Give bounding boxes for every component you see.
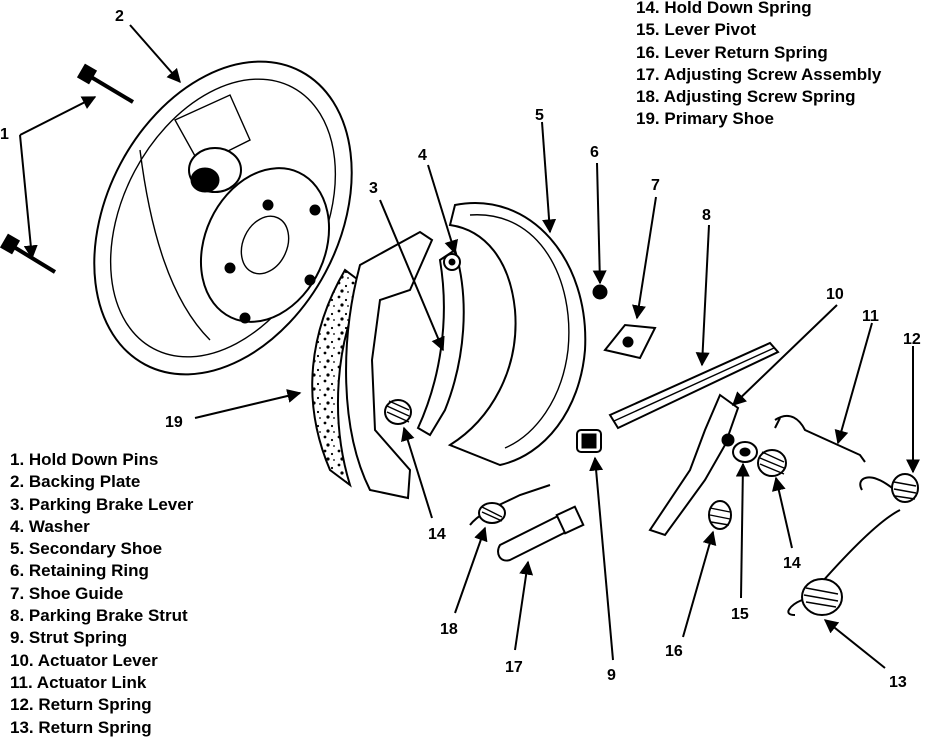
retaining-ring (592, 284, 608, 300)
callout-1: 1 (0, 126, 9, 143)
washer (443, 253, 461, 271)
secondary-shoe (447, 202, 587, 467)
callout-15: 15 (731, 606, 749, 623)
legend-right: 14. Hold Down Spring 15. Lever Pivot 16.… (636, 0, 881, 131)
legend-item: 16. Lever Return Spring (636, 42, 828, 62)
return-spring-13 (787, 509, 901, 616)
callout-4: 4 (418, 147, 427, 164)
callout-14-right: 14 (783, 555, 801, 572)
callout-18: 18 (440, 621, 458, 638)
legend-item: 13. Return Spring (10, 717, 152, 737)
callout-10: 10 (826, 286, 844, 303)
strut-spring (576, 429, 602, 453)
primary-shoe (311, 230, 434, 500)
callout-12: 12 (903, 331, 921, 348)
legend-item: 5. Secondary Shoe (10, 539, 163, 559)
legend-left: 1. Hold Down Pins 2. Backing Plate 3. Pa… (10, 449, 193, 739)
hold-down-pin-upper (76, 63, 135, 104)
return-spring-12 (859, 473, 919, 503)
callout-14-left: 14 (428, 526, 446, 543)
legend-item: 9. Strut Spring (10, 628, 128, 648)
legend-item: 12. Return Spring (10, 695, 152, 715)
callout-16: 16 (665, 643, 683, 660)
callout-8: 8 (702, 207, 711, 224)
legend-item: 6. Retaining Ring (10, 561, 149, 581)
legend-item: 18. Adjusting Screw Spring (636, 87, 856, 107)
hold-down-spring-right (757, 449, 787, 477)
hold-down-pin-lower (0, 233, 57, 274)
adjusting-screw-spring (469, 484, 551, 526)
backing-plate (93, 60, 353, 376)
parking-brake-lever (416, 248, 465, 437)
legend-item: 7. Shoe Guide (10, 583, 124, 603)
lever-return-spring (708, 500, 732, 530)
callout-13: 13 (889, 674, 907, 691)
legend-item: 1. Hold Down Pins (10, 450, 159, 469)
legend-item: 10. Actuator Lever (10, 650, 158, 670)
legend-item: 2. Backing Plate (10, 472, 141, 492)
callout-3: 3 (369, 180, 378, 197)
legend-item: 14. Hold Down Spring (636, 0, 812, 17)
callout-7: 7 (651, 177, 660, 194)
legend-item: 3. Parking Brake Lever (10, 494, 194, 514)
lever-pivot (732, 441, 758, 463)
legend-item: 11. Actuator Link (10, 672, 147, 692)
callout-9: 9 (607, 667, 616, 684)
legend-item: 19. Primary Shoe (636, 109, 774, 129)
legend-item: 15. Lever Pivot (636, 20, 757, 40)
parking-brake-strut (608, 341, 780, 430)
callout-19: 19 (165, 414, 183, 431)
hold-down-spring-left (384, 399, 412, 425)
shoe-guide (603, 323, 657, 360)
callout-17: 17 (505, 659, 523, 676)
callout-6: 6 (590, 144, 599, 161)
legend-item: 8. Parking Brake Strut (10, 606, 188, 626)
actuator-link (774, 414, 866, 463)
adjusting-screw-assembly (497, 505, 585, 562)
callout-11: 11 (862, 308, 879, 325)
legend-item: 4. Washer (10, 516, 90, 536)
callout-5: 5 (535, 107, 544, 124)
legend-item: 17. Adjusting Screw Assembly (636, 64, 882, 84)
callout-2: 2 (115, 8, 124, 25)
actuator-lever (648, 393, 740, 537)
leader-lines (19, 24, 920, 669)
